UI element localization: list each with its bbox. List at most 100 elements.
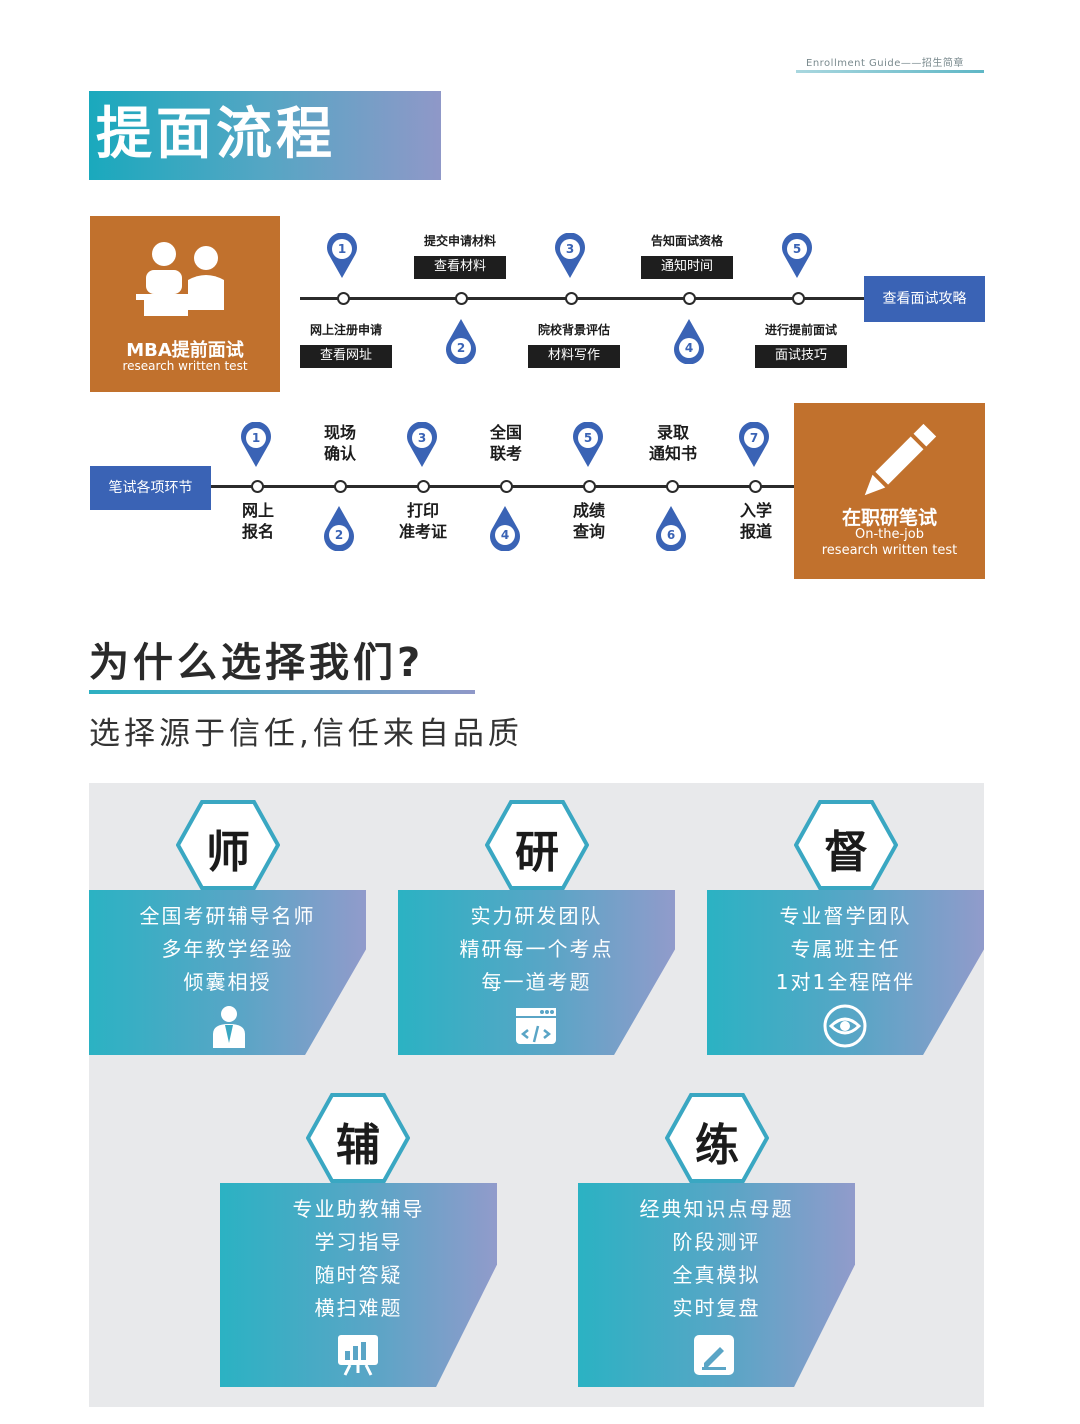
test-step-2-line1: 现场	[323, 423, 356, 442]
test-step-4-pin: 4	[490, 506, 520, 551]
card-line: 随时答疑	[314, 1263, 403, 1287]
mba-box-title: MBA提前面试	[126, 340, 244, 361]
code-window-icon	[516, 1008, 556, 1044]
material-writing-button[interactable]: 材料写作	[528, 345, 620, 368]
timeline-2-node	[500, 480, 513, 493]
test-step-5-num: 5	[584, 431, 592, 445]
timeline-1-node	[337, 292, 350, 305]
timeline-1-node	[683, 292, 696, 305]
test-step-2-line2: 确认	[323, 444, 356, 463]
feature-card-research: 实力研发团队 精研每一个考点 每一道考题	[398, 890, 675, 1055]
teacher-icon	[213, 1006, 245, 1048]
section-underline	[89, 690, 475, 694]
test-step-6-label: 录取通知书	[638, 422, 708, 464]
card-line: 每一道考题	[481, 970, 592, 994]
step-3-pin: 3	[555, 233, 585, 278]
on-the-job-box-title: 在职研笔试	[841, 507, 937, 529]
hexagon-teacher	[176, 800, 280, 890]
step-5-pin: 5	[782, 233, 812, 278]
test-step-6-line1: 录取	[656, 423, 689, 442]
test-step-3-line2: 准考证	[398, 522, 447, 541]
on-the-job-box-sub1: On-the-job	[854, 527, 924, 542]
card-line: 横扫难题	[314, 1296, 403, 1320]
step-5-label: 进行提前面试	[764, 323, 837, 337]
title-banner	[89, 91, 441, 180]
mba-box-subtitle: research written test	[122, 359, 248, 373]
test-step-1-label: 网上报名	[226, 500, 290, 542]
card-line: 全真模拟	[672, 1263, 761, 1287]
notify-time-button[interactable]: 通知时间	[641, 256, 733, 279]
card-line: 实力研发团队	[470, 904, 603, 928]
card-line: 精研每一个考点	[459, 937, 614, 961]
hex-char-supervise: 督	[824, 827, 868, 878]
written-test-steps-button[interactable]: 笔试各项环节	[90, 466, 211, 510]
test-step-7-pin: 7	[739, 422, 769, 467]
test-step-3-num: 3	[418, 431, 426, 445]
card-line: 全国考研辅导名师	[139, 904, 316, 928]
timeline-1-node	[455, 292, 468, 305]
timeline-2-node	[334, 480, 347, 493]
on-the-job-test-box: 在职研笔试 On-the-job research written test	[794, 403, 985, 579]
step-4-pin: 4	[674, 319, 704, 364]
test-step-1-pin: 1	[241, 422, 271, 467]
test-step-6-pin: 6	[656, 506, 686, 551]
test-step-2-num: 2	[335, 528, 343, 542]
step-2-label: 提交申请材料	[423, 234, 496, 248]
hexagon-tutor	[306, 1093, 410, 1183]
edit-document-icon	[694, 1335, 734, 1375]
test-step-4-label: 全国联考	[474, 422, 538, 464]
step-5-num: 5	[793, 242, 801, 256]
timeline-1-node	[792, 292, 805, 305]
page-title: 提面流程	[96, 102, 336, 167]
feature-card-tutor: 专业助教辅导 学习指导 随时答疑 横扫难题	[220, 1183, 497, 1387]
card-line: 学习指导	[314, 1230, 403, 1254]
hexagon-supervise	[794, 800, 898, 890]
eye-icon	[823, 1004, 867, 1048]
test-step-2-pin: 2	[324, 506, 354, 551]
card-line: 专业督学团队	[779, 904, 912, 928]
timeline-2-node	[583, 480, 596, 493]
test-step-6-line2: 通知书	[648, 444, 697, 463]
step-4-num: 4	[685, 341, 693, 355]
step-1-num: 1	[338, 242, 346, 256]
card-line: 多年教学经验	[161, 937, 294, 961]
step-3-label: 院校背景评估	[537, 323, 610, 337]
interview-tips-button[interactable]: 面试技巧	[755, 345, 847, 368]
timeline-2-node	[749, 480, 762, 493]
enrollment-guide-label: Enrollment Guide——招生简章	[806, 58, 964, 69]
on-the-job-box-sub2: research written test	[821, 543, 958, 558]
hex-char-research: 研	[515, 827, 559, 878]
presentation-chart-icon	[338, 1335, 378, 1376]
feature-card-teacher: 全国考研辅导名师 多年教学经验 倾囊相授	[89, 890, 366, 1055]
test-step-5-label: 成绩查询	[557, 500, 621, 542]
card-line: 1对1全程陪伴	[775, 970, 916, 994]
interview-people-icon	[136, 242, 224, 316]
test-step-4-num: 4	[501, 528, 509, 542]
test-step-2-label: 现场确认	[308, 422, 372, 464]
step-1-label: 网上注册申请	[309, 323, 382, 337]
feature-card-practice: 经典知识点母题 阶段测评 全真模拟 实时复盘	[578, 1183, 855, 1387]
step-2-num: 2	[457, 341, 465, 355]
test-step-5-line1: 成绩	[572, 501, 605, 520]
test-step-3-line1: 打印	[406, 501, 439, 520]
card-line: 阶段测评	[672, 1230, 761, 1254]
hex-char-tutor: 辅	[336, 1120, 380, 1171]
test-step-4-line1: 全国	[489, 423, 522, 442]
step-3-num: 3	[566, 242, 574, 256]
view-website-button[interactable]: 查看网址	[300, 345, 392, 368]
test-step-7-label: 入学报道	[724, 500, 788, 542]
hexagon-practice	[665, 1093, 769, 1183]
test-step-7-line2: 报道	[739, 522, 772, 541]
view-materials-button[interactable]: 查看材料	[414, 256, 506, 279]
test-step-3-label: 打印准考证	[388, 500, 458, 542]
test-step-3-pin: 3	[407, 422, 437, 467]
interview-guide-button[interactable]: 查看面试攻略	[864, 276, 985, 322]
test-step-7-line1: 入学	[739, 501, 772, 520]
timeline-1-line	[300, 297, 865, 300]
test-step-7-num: 7	[750, 431, 758, 445]
card-line: 专属班主任	[790, 937, 901, 961]
step-2-pin: 2	[446, 319, 476, 364]
card-line: 实时复盘	[672, 1296, 761, 1320]
step-4-label: 告知面试资格	[650, 234, 723, 248]
test-step-1-line2: 报名	[241, 522, 274, 541]
